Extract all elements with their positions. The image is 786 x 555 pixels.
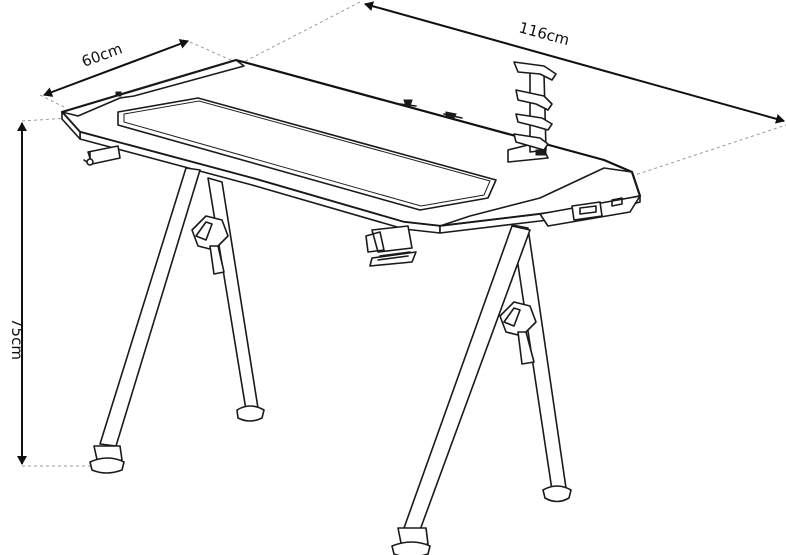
width-arrow	[364, 1, 785, 124]
left-texture-panel	[61, 59, 245, 117]
width-label: 116cm	[517, 18, 571, 49]
height-label: 75cm	[8, 318, 26, 360]
front-left-leg	[89, 167, 229, 474]
back-right-leg	[511, 224, 572, 503]
controller-stand	[507, 61, 557, 163]
dimension-guides	[21, 1, 786, 467]
side-drawer	[539, 195, 641, 227]
desk-top	[60, 58, 642, 234]
power-button	[115, 91, 122, 97]
back-left-leg	[207, 177, 265, 422]
depth-label: 60cm	[79, 39, 125, 70]
headphone-hook	[83, 145, 121, 166]
mouse-pad	[117, 97, 497, 211]
cup-holder	[365, 225, 417, 267]
depth-arrow	[43, 39, 189, 97]
dimension-arrows	[17, 1, 785, 465]
front-right-leg	[391, 225, 537, 555]
